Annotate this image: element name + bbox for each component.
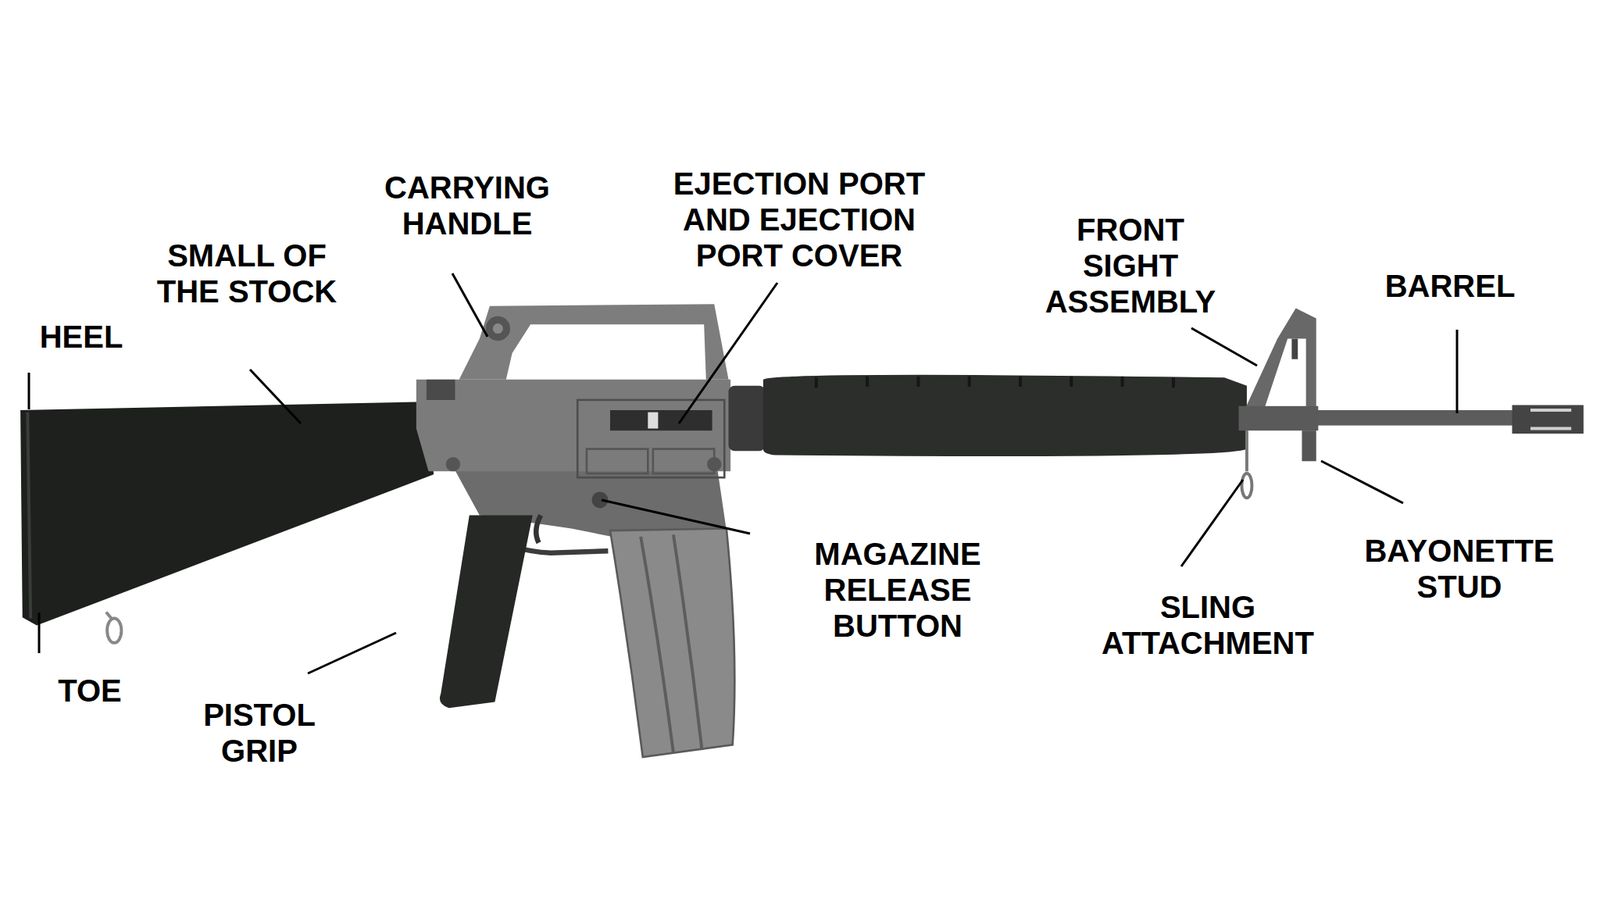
pistol-grip xyxy=(439,515,533,709)
front-sling-swivel xyxy=(1241,473,1252,498)
magazine-rib xyxy=(640,536,674,754)
charging-handle xyxy=(426,379,456,400)
leader-line xyxy=(1321,460,1404,504)
leader-line xyxy=(38,612,41,654)
part-label: MAGAZINE RELEASE BUTTON xyxy=(803,535,992,644)
pin xyxy=(707,457,722,472)
ejection-port-cover xyxy=(577,400,725,478)
leader-line xyxy=(307,632,397,674)
magazine-rib xyxy=(673,534,703,750)
part-label: BARREL xyxy=(1385,267,1516,304)
part-label: PISTOL GRIP xyxy=(181,696,338,769)
front-sight-post xyxy=(1291,339,1298,360)
swivel-stem xyxy=(106,612,113,620)
part-label: EJECTION PORT AND EJECTION PORT COVER xyxy=(666,165,933,274)
leader-line xyxy=(678,282,778,424)
rear-sight-knob xyxy=(492,323,504,334)
sling-stem xyxy=(1245,430,1249,472)
handguard-ribs xyxy=(816,376,1174,388)
trigger xyxy=(535,515,541,543)
ejection-port xyxy=(610,410,713,431)
port-detail xyxy=(653,449,715,474)
part-label: SMALL OF THE STOCK xyxy=(145,237,349,310)
port-detail xyxy=(586,449,648,474)
rifle-drawing xyxy=(20,303,1584,758)
leader-line xyxy=(452,273,488,337)
leader-line xyxy=(1181,479,1243,567)
part-label: TOE xyxy=(57,672,122,709)
magazine xyxy=(610,528,735,758)
leader-line xyxy=(601,500,750,534)
leader-line xyxy=(250,369,301,424)
carrying-handle xyxy=(459,303,729,380)
bayonet-stud xyxy=(1301,430,1316,461)
part-label: FRONT SIGHT ASSEMBLY xyxy=(1038,211,1223,320)
front-sight-base xyxy=(1238,406,1318,431)
leader-line xyxy=(1456,329,1459,414)
part-label: CARRYING HANDLE xyxy=(373,169,561,242)
rear-sight-drum xyxy=(485,316,511,341)
leader-lines xyxy=(28,273,1458,674)
leader-line xyxy=(1191,328,1258,366)
part-label: HEEL xyxy=(39,318,124,355)
butt-plate xyxy=(27,412,31,619)
flash-hider-slots xyxy=(1530,410,1572,429)
part-label: SLING ATTACHMENT xyxy=(1090,589,1325,661)
bolt-face xyxy=(647,412,658,429)
buttstock xyxy=(20,402,434,626)
handguard xyxy=(763,375,1247,457)
rear-sling-swivel xyxy=(107,617,122,643)
upper-receiver xyxy=(416,379,731,472)
flash-hider xyxy=(1511,404,1583,434)
delta-ring xyxy=(728,385,765,452)
part-label: BAYONETTE STUD xyxy=(1354,532,1565,605)
pin xyxy=(446,457,461,472)
leader-line xyxy=(28,372,31,410)
